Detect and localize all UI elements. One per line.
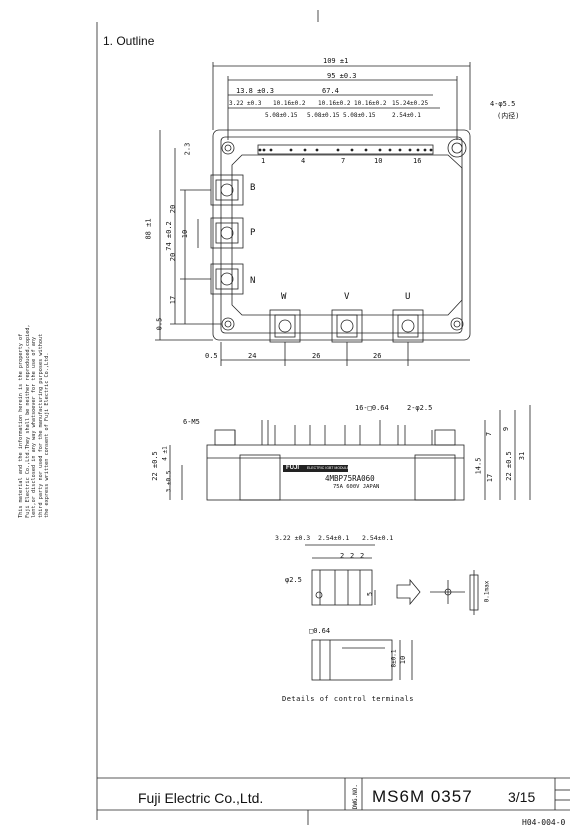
- detail-dim: 3.22 ±0.3: [275, 534, 311, 542]
- detail-caption: Details of control terminals: [282, 695, 415, 703]
- module-outline-top: [212, 129, 471, 341]
- rating-text: 75A 600V JAPAN: [333, 484, 380, 490]
- dim-bottom: 24: [248, 352, 257, 360]
- dim-bottom: 0.5: [205, 352, 218, 360]
- detail-dim: 2.54±0.1: [318, 534, 350, 542]
- notice-line: third party nor used for the manufacturi…: [37, 333, 44, 518]
- dim-17: 17: [169, 295, 178, 305]
- page-number: 3/15: [508, 789, 536, 805]
- pin-note: 16-□0.64: [355, 404, 389, 412]
- detail-dim-5: 5: [366, 591, 375, 597]
- side-dim-right: 17: [486, 473, 495, 483]
- side-dim-right: 9: [502, 426, 511, 432]
- dim-0-5-v: 0.5: [155, 317, 164, 331]
- dim-88: 88 ±1: [144, 218, 153, 240]
- brand-sub-text: ELECTRIC IGBT MODULE: [307, 466, 350, 470]
- hole-note: 4-φ5.5: [490, 100, 516, 108]
- brand-logo: [283, 465, 348, 472]
- hole-note-jp: (内径): [497, 112, 520, 120]
- drawing-number: MS6M 0357: [372, 787, 473, 806]
- part-number: 4MBP75RA060: [325, 474, 375, 483]
- small-pitch-dim: 5.08±0.15: [343, 112, 376, 119]
- pitch-dim: 3.22 ±0.3: [229, 100, 262, 107]
- side-dim-right: 14.5: [474, 457, 483, 475]
- footer-code: H04-004-0: [522, 818, 566, 827]
- dim-overall-width: 109 ±1: [323, 57, 349, 65]
- pin-number: 10: [374, 157, 383, 165]
- pcb-area: [231, 154, 463, 316]
- detail-dim-10: 10: [399, 655, 408, 665]
- module-outline-side: [206, 444, 465, 501]
- pitch-dim: 15.24±0.25: [392, 100, 429, 107]
- detail-dim-8: 8±0.1: [390, 649, 398, 668]
- section-title: 1. Outline: [103, 34, 155, 48]
- terminal-label-u: U: [405, 292, 411, 302]
- dim-20: 20: [169, 204, 178, 214]
- dim-10: 10: [181, 229, 190, 239]
- detail-pin-size: □0.64: [309, 627, 331, 635]
- notice-line: lent,or disclosed in any way whatsoever …: [31, 336, 38, 518]
- notice-line: This material and the information herein…: [18, 333, 24, 518]
- notice-line: the express written consent of Fuji Elec…: [44, 352, 51, 518]
- pin-number: 16: [413, 157, 422, 165]
- pin-number: 4: [301, 157, 306, 165]
- detail-dim-0-1: 0.1max: [483, 580, 491, 603]
- terminal-label-n: N: [250, 276, 256, 286]
- dim-bottom: 26: [373, 352, 382, 360]
- small-pitch-dim: 5.08±0.15: [265, 112, 298, 119]
- dim-20: 20: [169, 252, 178, 262]
- pin-number: 7: [341, 157, 346, 165]
- dim-13-8: 13.8 ±0.3: [236, 87, 274, 95]
- terminal-label-v: V: [344, 292, 350, 302]
- side-dim-right: 7: [485, 431, 494, 437]
- arrow-right-icon: [396, 578, 421, 606]
- terminal-label-p: P: [250, 228, 256, 238]
- detail-pitch: 2: [360, 552, 365, 560]
- notice-line: Fuji Electric Co.,Ltd.They shall be neit…: [24, 324, 31, 518]
- small-pitch-dim: 2.54±0.1: [392, 112, 421, 119]
- side-dim-left: 4 ±1: [161, 446, 169, 461]
- pitch-dim: 10.16±0.2: [354, 100, 387, 107]
- detail-pitch: 2: [350, 552, 355, 560]
- detail-pitch: 2: [340, 552, 345, 560]
- screw-note: 6-M5: [183, 418, 200, 426]
- dim-2-3: 2.3: [183, 142, 192, 156]
- terminal-label-b: B: [250, 183, 256, 193]
- pin-hole-note: 2-φ2.5: [407, 404, 433, 412]
- confidential-notice: This material and the information herein…: [18, 318, 88, 518]
- dwg-label: DWG.NO.: [352, 784, 359, 810]
- dim-bottom: 26: [312, 352, 321, 360]
- side-dim-left: 3 ±0.5: [165, 470, 173, 493]
- brand-text: FUJI: [286, 465, 300, 471]
- company-name: Fuji Electric Co.,Ltd.: [138, 790, 264, 806]
- pitch-dim: 10.16±0.2: [318, 100, 351, 107]
- side-dim-right: 31: [518, 451, 527, 461]
- dim-74: 74 ±0.2: [164, 221, 173, 251]
- dim-hole-span: 95 ±0.3: [327, 72, 357, 80]
- terminal-label-w: W: [281, 292, 287, 302]
- small-pitch-dim: 5.08±0.15: [307, 112, 340, 119]
- side-dim-left: 22 ±0.5: [150, 451, 159, 481]
- dim-67-4: 67.4: [322, 87, 339, 95]
- detail-hole: φ2.5: [285, 576, 302, 584]
- pin-number: 1: [261, 157, 266, 165]
- pitch-dim: 10.16±0.2: [273, 100, 306, 107]
- side-dim-right: 22 ±0.5: [504, 451, 513, 481]
- detail-dim: 2.54±0.1: [362, 534, 394, 542]
